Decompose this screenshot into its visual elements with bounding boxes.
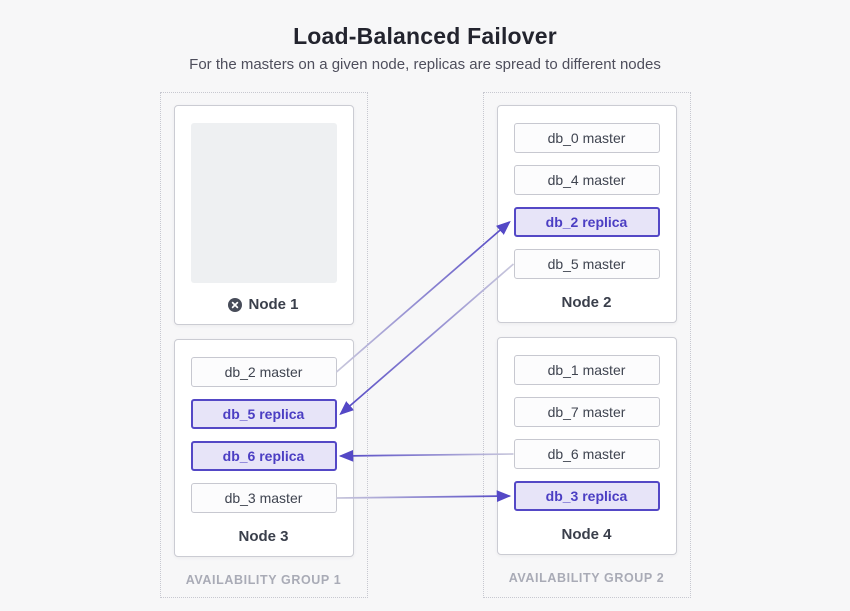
node-name: Node 2 [561,294,612,311]
page-subtitle: For the masters on a given node, replica… [189,56,661,73]
node-name: Node 1 [248,296,299,313]
node-label-node2: Node 2 [514,291,660,316]
node-name: Node 3 [238,528,289,545]
availability-group: db_0 master db_4 master db_2 replica db_5 m… [482,92,691,598]
node-card-node4: db_1 master db_7 master db_6 master db_3 re… [496,337,677,555]
db-box-node3-db_5-replica: db_5 replica [190,399,337,429]
db-box-node2-db_4-master: db_4 master [513,165,660,195]
x-circle-icon [228,297,243,312]
availability-groups: Node 1 db_2 master db_5 replica db_6 replic… [0,92,850,598]
db-box-node4-db_6-master: db_6 master [513,439,660,469]
page-title: Load-Balanced Failover [293,23,557,49]
node-card-node2: db_0 master db_4 master db_2 replica db_5 m… [496,105,677,323]
node-label-node3: Node 3 [191,525,337,550]
node-label-node1: Node 1 [191,293,337,318]
db-box-node2-db_5-master: db_5 master [513,249,660,279]
node-name: Node 4 [561,526,612,543]
availability-group-label: AVAILABILITY GROUP 2 [508,571,665,585]
db-box-node2-db_2-replica: db_2 replica [513,207,660,237]
node-card-node3: db_2 master db_5 replica db_6 replica db_3 … [173,339,354,557]
availability-group: Node 1 db_2 master db_5 replica db_6 replic… [159,92,368,598]
failed-node-placeholder [190,123,337,283]
db-box-node3-db_2-master: db_2 master [190,357,337,387]
db-box-node3-db_3-master: db_3 master [190,483,337,513]
db-box-node4-db_7-master: db_7 master [513,397,660,427]
db-box-node4-db_1-master: db_1 master [513,355,660,385]
db-box-node4-db_3-replica: db_3 replica [513,481,660,511]
availability-group-label: AVAILABILITY GROUP 1 [185,573,342,587]
db-box-node2-db_0-master: db_0 master [513,123,660,153]
node-label-node4: Node 4 [514,523,660,548]
node-card-node1: Node 1 [173,105,354,325]
db-box-node3-db_6-replica: db_6 replica [190,441,337,471]
